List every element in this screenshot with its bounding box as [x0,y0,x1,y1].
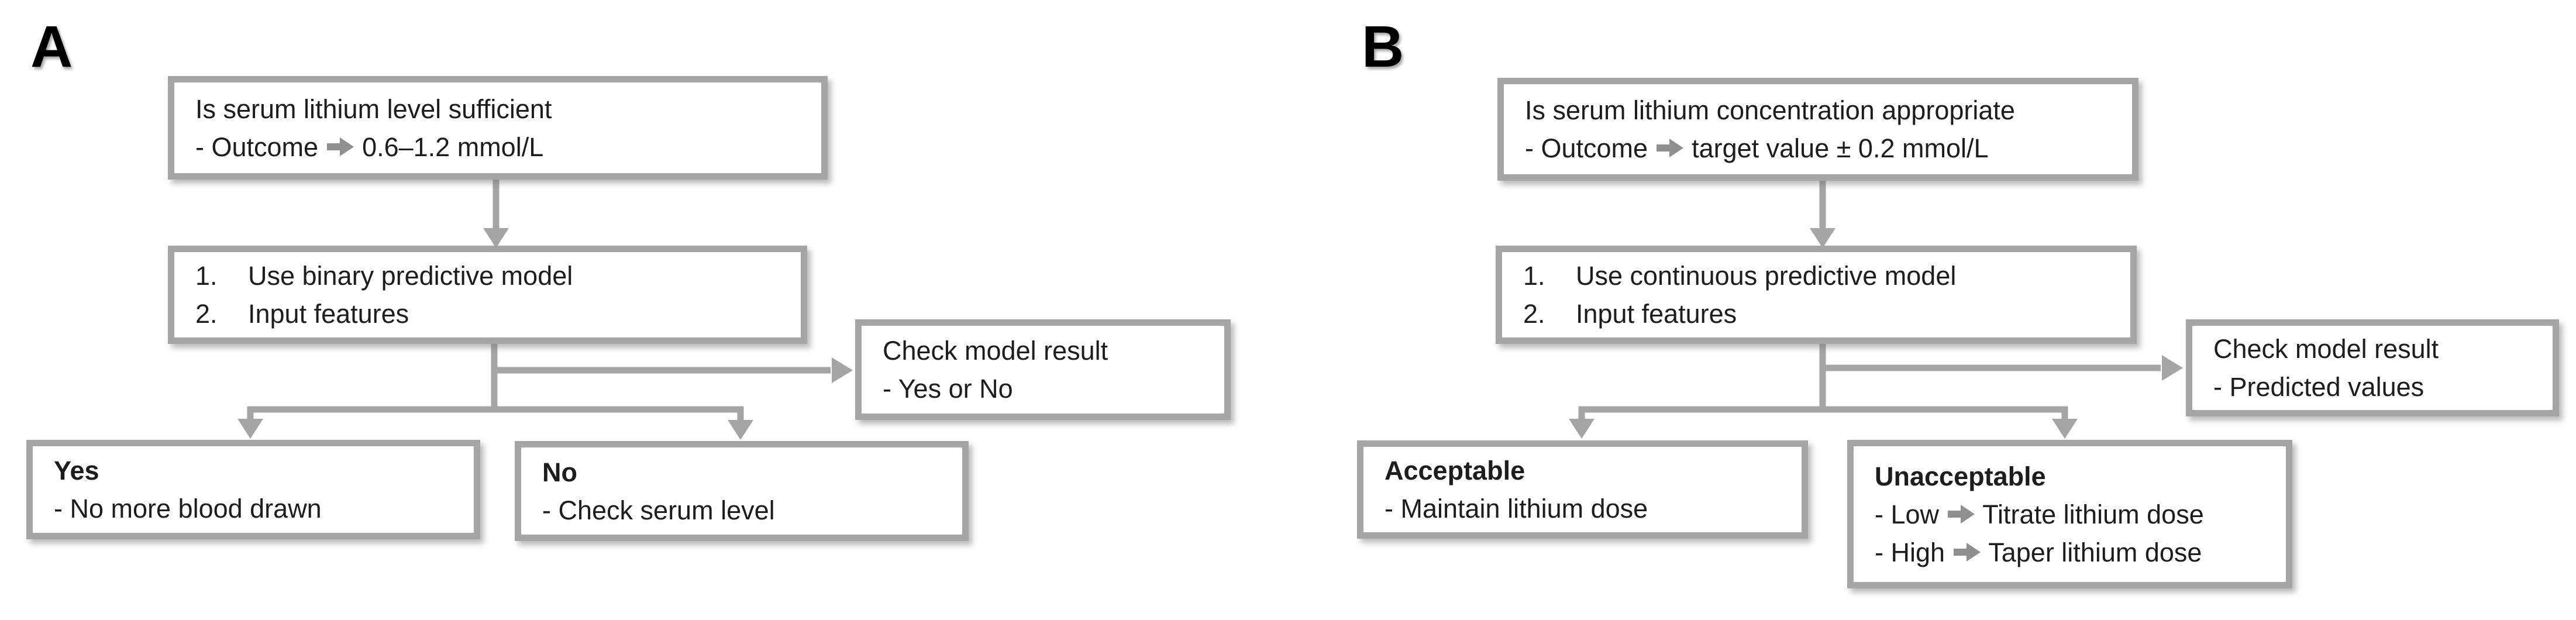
box-text: Check model result [883,336,1108,366]
arrowhead-right [2162,355,2183,381]
box-text: - Outcome [195,132,326,162]
box-text: Use binary predictive model [248,261,573,291]
box-text: Is serum lithium level sufficient [195,94,552,124]
connector-a-question-to-model [483,179,509,248]
box-line: - High Taper lithium dose [1875,533,2202,571]
panel-a-label: A [30,14,73,80]
flow-box-a-check-result: Check model result - Yes or No [855,319,1231,420]
box-text: - Check serum level [542,495,775,525]
box-line: - Maintain lithium dose [1385,490,1648,528]
arrowhead-down [728,420,753,440]
box-text: Is serum lithium concentration appropria… [1525,95,2015,125]
box-text: Titrate lithium dose [1975,499,2204,529]
connector-b-question-to-model [1810,180,1835,248]
arrowhead-down [483,228,509,248]
flow-box-b-acceptable: Acceptable - Maintain lithium dose [1357,440,1808,539]
box-text: - Yes or No [883,374,1013,404]
box-title: Unacceptable [1875,461,2046,491]
arrow-right-icon [1947,500,1976,529]
box-line: - Check serum level [542,491,775,529]
box-line: Unacceptable [1875,457,2046,495]
flow-box-b-check-result: Check model result - Predicted values [2186,319,2559,416]
box-text: - Maintain lithium dose [1385,494,1648,523]
flow-box-a-model: 1. Use binary predictive model 2. Input fea… [168,246,807,344]
box-text: - No more blood drawn [54,494,322,523]
box-line: Check model result [2213,330,2439,368]
box-line: - Low Titrate lithium dose [1875,495,2204,533]
box-line: 1. Use binary predictive model [195,257,573,295]
box-line: Is serum lithium level sufficient [195,90,552,128]
box-line: - Predicted values [2213,368,2424,406]
box-title: No [542,457,577,487]
box-text: Input features [1576,299,1737,329]
arrow-right-icon [1952,538,1982,567]
box-line: No [542,453,577,491]
arrowhead-down [1810,228,1835,248]
box-text: 1. [195,261,218,291]
connector-b-split [1569,406,2078,439]
flow-box-a-question: Is serum lithium level sufficient - Outco… [168,76,828,180]
box-text: - Predicted values [2213,372,2425,402]
box-line: - No more blood drawn [54,490,322,528]
arrow-right-icon [1655,133,1685,163]
box-line: Acceptable [1385,452,1525,490]
box-text: 2. [195,299,218,329]
box-text: - High [1875,537,1952,567]
arrowhead-down [2052,419,2078,439]
box-line: - Outcome 0.6–1.2 mmol/L [195,128,543,166]
box-text: Check model result [2213,334,2439,364]
flow-box-b-question: Is serum lithium concentration appropria… [1497,78,2138,181]
flow-box-a-no: No - Check serum level [515,441,969,541]
box-title: Yes [54,456,99,485]
box-text: Input features [248,299,409,329]
arrowhead-down [237,419,263,439]
box-title: Acceptable [1385,456,1525,485]
connector-b-model-to-check [1823,355,2183,381]
flow-box-b-unacceptable: Unacceptable- Low Titrate lithium dose- … [1847,440,2292,588]
box-text: Taper lithium dose [1981,537,2202,567]
box-line: 1. Use continuous predictive model [1523,257,1956,295]
flow-box-b-model: 1. Use continuous predictive model 2. Input… [1496,246,2137,344]
flow-box-a-yes: Yes - No more blood drawn [26,440,480,539]
arrowhead-down [1569,419,1594,439]
box-text: 1. [1523,261,1545,291]
box-line: 2. Input features [195,295,409,333]
box-text: 2. [1523,299,1545,329]
box-text: - Low [1875,499,1947,529]
box-text: Use continuous predictive model [1576,261,1957,291]
box-text: 0.6–1.2 mmol/L [354,132,544,162]
box-text: - Outcome [1525,133,1655,163]
panel-b-label: B [1362,14,1404,80]
connector-a-split [237,406,753,440]
arrowhead-right [832,357,853,383]
connector-a-model-to-check [494,357,853,383]
box-line: Yes [54,452,99,490]
box-text: target value ± 0.2 mmol/L [1684,133,1989,163]
box-line: 2. Input features [1523,295,1737,333]
box-line: - Outcome target value ± 0.2 mmol/L [1525,129,1989,167]
box-line: Check model result [883,332,1108,370]
box-line: - Yes or No [883,370,1013,408]
arrow-right-icon [326,132,355,162]
box-line: Is serum lithium concentration appropria… [1525,91,2015,129]
